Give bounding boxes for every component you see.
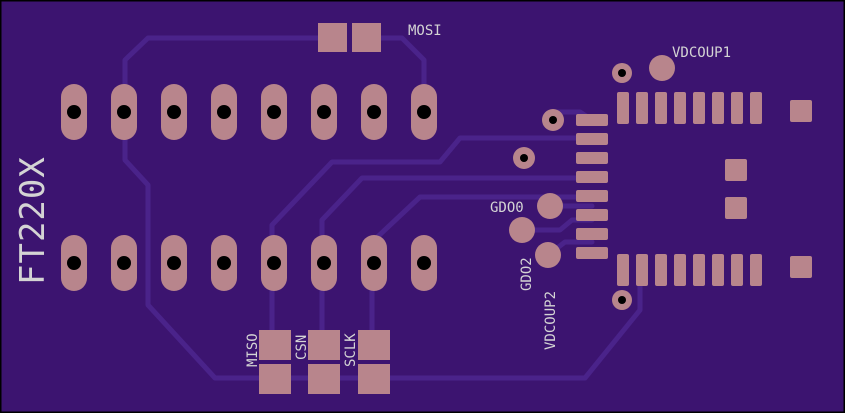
ic-pad xyxy=(617,92,629,124)
ic-pad xyxy=(576,209,608,221)
header-bottom-row xyxy=(61,235,437,291)
ic-pad xyxy=(750,254,762,286)
gdo0-testpoint xyxy=(537,193,563,219)
miso-pad-top xyxy=(259,330,291,360)
ic-pad xyxy=(576,152,608,164)
gdo2-label: GDO2 xyxy=(519,257,535,291)
ic-pad xyxy=(693,254,705,286)
ic-pad xyxy=(693,92,705,124)
header-pin xyxy=(161,84,187,140)
ic-pad xyxy=(636,254,648,286)
header-pin xyxy=(211,84,237,140)
ic-pad xyxy=(636,92,648,124)
csn-pad-top xyxy=(308,330,340,360)
ic-pad xyxy=(655,254,667,286)
header-pin xyxy=(311,84,337,140)
header-pin xyxy=(411,84,437,140)
header-pin xyxy=(111,84,137,140)
sclk-label: SCLK xyxy=(343,333,359,367)
gdo2-testpoint xyxy=(509,217,535,243)
silkscreen: FT220X MOSI VDCOUP1 GDO0 GDO2 VDCOUP2 MI… xyxy=(13,23,731,367)
csn-label: CSN xyxy=(294,335,310,360)
right-square-pads xyxy=(725,100,812,278)
header-pin xyxy=(261,235,287,291)
header-pin xyxy=(261,84,287,140)
miso-pad-bottom xyxy=(259,364,291,394)
header-pin xyxy=(161,235,187,291)
header-pin xyxy=(111,235,137,291)
ic-pad xyxy=(576,247,608,259)
ic-pad xyxy=(731,92,743,124)
header-top-row xyxy=(61,84,437,140)
via-mid xyxy=(513,147,535,169)
ic-pad xyxy=(617,254,629,286)
ic-pad xyxy=(576,190,608,202)
ic-pad xyxy=(750,92,762,124)
ic-pad xyxy=(576,133,608,145)
mosi-pads xyxy=(318,23,381,52)
trace-mosi xyxy=(122,35,643,381)
ic-pads-left xyxy=(576,114,608,259)
ic-pads-bottom xyxy=(617,254,762,286)
square-pad xyxy=(725,159,747,181)
square-pad xyxy=(725,197,747,219)
ic-pad xyxy=(576,114,608,126)
header-pin xyxy=(311,235,337,291)
header-pin xyxy=(211,235,237,291)
mosi-pad-right xyxy=(352,23,381,52)
miso-label: MISO xyxy=(245,333,261,367)
trace-sclk xyxy=(369,194,595,348)
ic-pad xyxy=(712,254,724,286)
ic-pads-top xyxy=(617,92,762,124)
mosi-label: MOSI xyxy=(408,23,442,39)
sclk-pad-top xyxy=(358,330,390,360)
square-pad xyxy=(790,100,812,122)
ic-pad xyxy=(731,254,743,286)
via-top xyxy=(542,109,564,131)
trace-mosi-right xyxy=(364,35,427,108)
via-vdcoup1 xyxy=(612,63,632,83)
header-pin xyxy=(361,84,387,140)
sclk-pad-bottom xyxy=(358,364,390,394)
vias xyxy=(509,55,675,310)
ic-pad xyxy=(576,171,608,183)
header-pin xyxy=(361,235,387,291)
header-pin xyxy=(61,84,87,140)
gdo0-label: GDO0 xyxy=(490,200,524,216)
vdcoup1-label: VDCOUP1 xyxy=(672,45,731,61)
board-name-label: FT220X xyxy=(13,156,53,285)
ic-pad xyxy=(576,228,608,240)
header-pin xyxy=(411,235,437,291)
vdcoup1-testpoint xyxy=(649,55,675,81)
csn-pad-bottom xyxy=(308,364,340,394)
ic-pad xyxy=(655,92,667,124)
mosi-pad-left xyxy=(318,23,347,52)
ic-pad xyxy=(674,92,686,124)
bottom-smd-pads xyxy=(259,330,390,394)
square-pad xyxy=(790,256,812,278)
vdcoup2-testpoint xyxy=(535,242,561,268)
header-pin xyxy=(61,235,87,291)
via-bottom xyxy=(612,290,632,310)
ic-pad xyxy=(674,254,686,286)
vdcoup2-label: VDCOUP2 xyxy=(543,291,559,350)
ic-pad xyxy=(712,92,724,124)
